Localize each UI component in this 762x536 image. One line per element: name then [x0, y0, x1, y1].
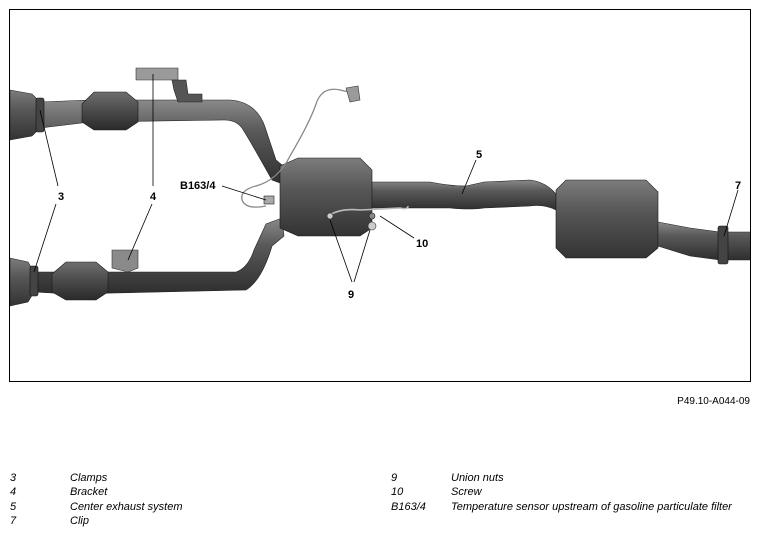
upper-clamp: [35, 97, 45, 133]
legend-number: 3: [10, 472, 17, 484]
legend-number: 10: [391, 486, 404, 498]
left-upper-inlet: [10, 89, 41, 141]
legend-number: B163/4: [391, 501, 426, 513]
sensor-wire: [241, 88, 355, 208]
pressure-line: [327, 205, 409, 217]
callout-4: 4: [150, 191, 157, 203]
callout-3: 3: [58, 191, 64, 203]
legend-text: Temperature sensor upstream of gasoline …: [451, 501, 732, 513]
legend-text: Screw: [451, 486, 482, 498]
legend-text: Bracket: [70, 486, 108, 498]
leader-lines: [33, 74, 739, 283]
exhaust-system-illustration: 3 4 B163/4 5 7 9 10: [10, 67, 750, 307]
gasoline-particulate-filter: [279, 157, 373, 237]
upper-catalytic-converter: [81, 91, 139, 131]
screw: [368, 212, 376, 220]
legend-number: 7: [10, 515, 17, 527]
legend-text: Clamps: [70, 472, 108, 484]
callout-9: 9: [348, 289, 354, 301]
lower-catalytic-converter: [51, 261, 109, 301]
rear-clip: [717, 225, 729, 265]
lower-clamp: [29, 265, 39, 297]
legend-text: Center exhaust system: [70, 501, 183, 513]
exhaust-diagram-frame: 3 4 B163/4 5 7 9 10: [9, 9, 751, 382]
union-nut-2: [367, 221, 377, 231]
rear-muffler: [555, 179, 659, 259]
upper-bracket: [135, 67, 179, 81]
center-exhaust-pipe: [371, 179, 557, 211]
temperature-sensor-b163: [263, 195, 275, 205]
union-nut-1: [326, 212, 334, 220]
callout-b163-4: B163/4: [180, 180, 216, 192]
callout-10: 10: [416, 238, 428, 250]
upper-hanger: [171, 79, 203, 103]
legend-text: Union nuts: [451, 472, 504, 484]
legend-number: 9: [391, 472, 398, 484]
lower-bracket: [111, 249, 139, 273]
callout-5: 5: [476, 149, 482, 161]
legend-number: 5: [10, 501, 17, 513]
upper-exhaust-pipe: [39, 99, 289, 187]
callout-7: 7: [735, 180, 741, 192]
legend-number: 4: [10, 486, 17, 498]
figure-id: P49.10-A044-09: [677, 396, 750, 407]
rear-exhaust-pipe: [657, 221, 750, 261]
sensor-connector: [345, 85, 361, 103]
legend-text: Clip: [70, 515, 89, 527]
